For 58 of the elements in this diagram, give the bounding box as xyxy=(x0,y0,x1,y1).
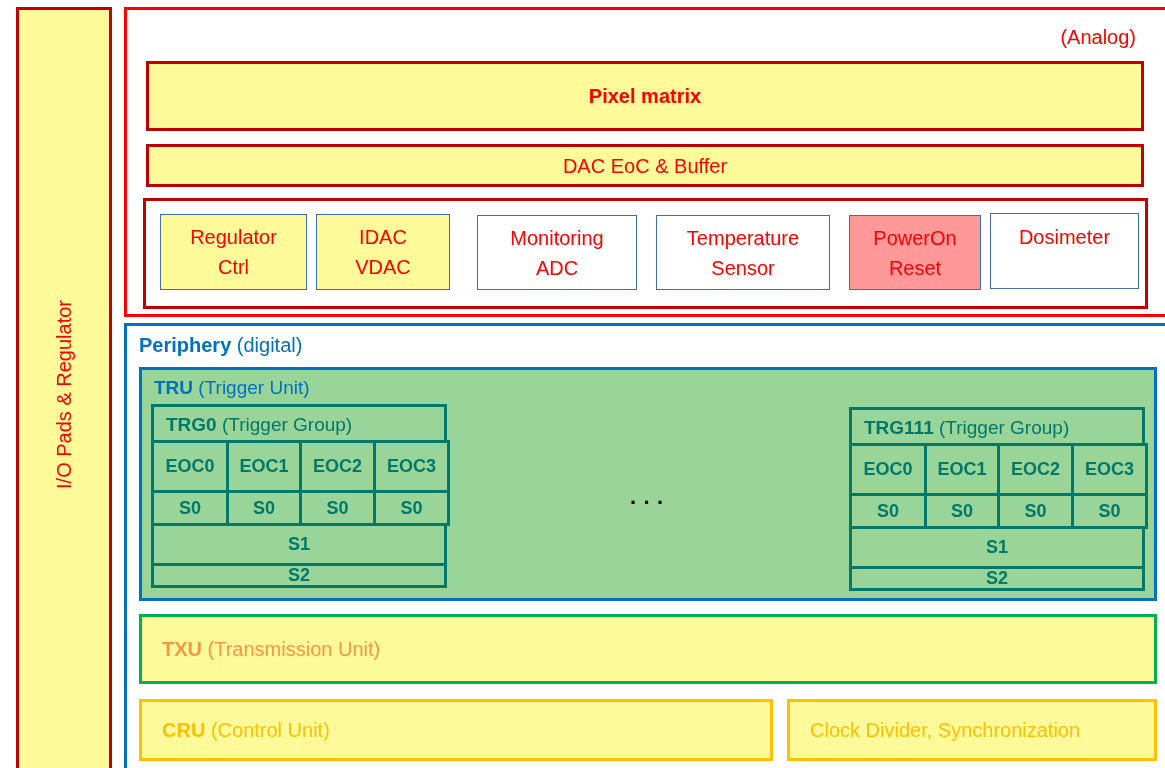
block-label: S1 xyxy=(986,536,1008,559)
block-label: Temperature Sensor xyxy=(685,225,801,281)
block-label: Clock Divider, Synchronization xyxy=(810,718,1081,743)
block-label: S2 xyxy=(986,567,1008,590)
cell xyxy=(1071,443,1148,496)
block-label: TRG111 (Trigger Group) xyxy=(864,416,1070,440)
block-label: EOC3 xyxy=(387,455,436,478)
pixel-matrix-block xyxy=(146,61,1144,131)
block-label: EOC3 xyxy=(1085,458,1134,481)
ellipsis-label: · · · xyxy=(630,490,665,516)
analog-block xyxy=(160,214,307,290)
io-pad-bar xyxy=(16,7,112,768)
block-label: S0 xyxy=(179,496,201,520)
block-label: EOC0 xyxy=(863,458,913,481)
block-label: Monitoring ADC xyxy=(509,225,605,281)
block-label: EOC0 xyxy=(165,455,215,478)
analog-block xyxy=(477,215,637,290)
block-label: PowerOn Reset xyxy=(872,225,958,281)
block-label: I/O Pads & Regulator xyxy=(52,300,76,489)
block-label: IDAC VDAC xyxy=(354,225,412,280)
analog-block xyxy=(990,213,1139,289)
block-label: TRG0 (Trigger Group) xyxy=(166,413,353,437)
block-label: S1 xyxy=(288,533,310,556)
block-label: EOC1 xyxy=(239,455,289,478)
control-unit-block xyxy=(139,699,773,761)
block-label: EOC1 xyxy=(937,458,987,481)
analog-block xyxy=(656,215,830,290)
block-label: DAC EoC & Buffer xyxy=(562,153,728,179)
block-label: TRU (Trigger Unit) xyxy=(154,376,310,400)
analog-block xyxy=(146,144,1144,187)
periphery-section xyxy=(124,323,1165,768)
block-label: S2 xyxy=(288,564,310,587)
block-label: S0 xyxy=(326,496,349,520)
transmission-unit-block xyxy=(139,614,1157,684)
block-label: S0 xyxy=(1098,499,1121,523)
block-label: CRU (Control Unit) xyxy=(162,718,330,743)
block-label: Regulator Ctrl xyxy=(189,225,278,280)
cell xyxy=(373,440,450,493)
trigger-unit-panel xyxy=(139,367,1157,601)
trigger-group-panel xyxy=(849,407,1145,591)
trigger-group-panel xyxy=(151,404,447,588)
analog-section xyxy=(124,7,1165,317)
block-label: S0 xyxy=(877,499,899,523)
frame-box xyxy=(143,198,1148,309)
block-label: (Analog) xyxy=(1060,25,1136,50)
block-label: EOC2 xyxy=(1011,458,1060,481)
block-label: S0 xyxy=(400,496,423,520)
block-label: TXU (Transmission Unit) xyxy=(162,637,381,662)
analog-block xyxy=(316,214,450,290)
block-label: S0 xyxy=(951,499,973,523)
block-label: Dosimeter xyxy=(1018,225,1111,250)
control-unit-block xyxy=(787,699,1157,761)
analog-block xyxy=(849,215,981,290)
block-label: EOC2 xyxy=(313,455,362,478)
block-label: Pixel matrix xyxy=(588,84,702,109)
block-label: S0 xyxy=(253,496,275,520)
block-label: S0 xyxy=(1024,499,1047,523)
block-label: Periphery (digital) xyxy=(139,333,303,358)
